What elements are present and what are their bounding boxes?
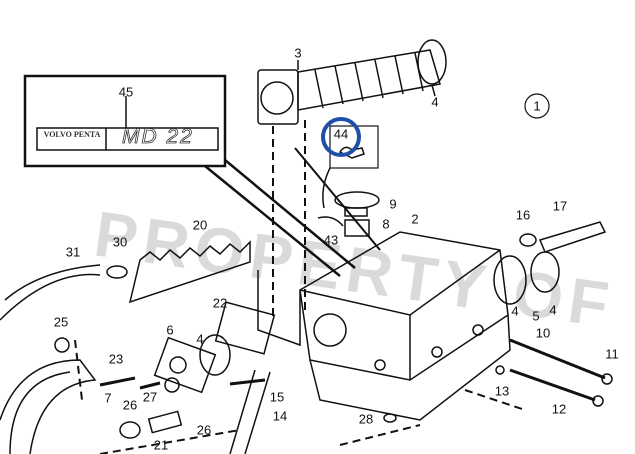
view-number: 1 [533, 98, 541, 114]
label-7: 7 [104, 390, 112, 406]
label-2: 2 [411, 211, 419, 227]
label-15: 15 [269, 389, 285, 405]
label-13: 13 [494, 383, 510, 399]
exhaust-manifold [257, 231, 511, 421]
decal-callout-box [23, 74, 227, 168]
label-17: 17 [552, 198, 568, 214]
label-27: 27 [142, 389, 158, 405]
label-25: 25 [53, 314, 69, 330]
label-3: 3 [294, 45, 302, 61]
label-31: 31 [65, 244, 81, 260]
label-14: 14 [272, 408, 288, 424]
label-8: 8 [382, 216, 390, 232]
label-44: 44 [333, 126, 349, 142]
heat-exchanger-tube [257, 39, 447, 125]
label-11: 11 [605, 346, 619, 362]
label-30: 30 [112, 234, 128, 250]
label-5: 5 [532, 308, 540, 324]
volvo-penta-logo: VOLVO PENTA [43, 130, 101, 139]
label-4-housing: 4 [196, 331, 204, 347]
label-26: 26 [122, 397, 138, 413]
label-45: 45 [118, 84, 134, 100]
label-4-right-a: 4 [511, 303, 519, 319]
highlight-circle [321, 117, 361, 157]
label-9: 9 [389, 196, 397, 212]
model-logo: MD 22 [122, 125, 194, 149]
label-23: 23 [108, 351, 124, 367]
label-21: 21 [153, 437, 169, 453]
manifold-gasket [128, 240, 251, 304]
view-number-circle [524, 93, 550, 119]
label-22: 22 [212, 295, 228, 311]
label-12: 12 [551, 401, 567, 417]
label-4: 4 [431, 94, 439, 110]
label-4-right-b: 4 [549, 302, 557, 318]
label-6: 6 [166, 322, 174, 338]
label-16: 16 [515, 207, 531, 223]
label-28: 28 [358, 411, 374, 427]
label-10: 10 [535, 325, 551, 341]
decal [36, 127, 219, 151]
label-26-lower: 26 [196, 422, 212, 438]
label-43: 43 [323, 232, 339, 248]
label-20: 20 [192, 217, 208, 233]
